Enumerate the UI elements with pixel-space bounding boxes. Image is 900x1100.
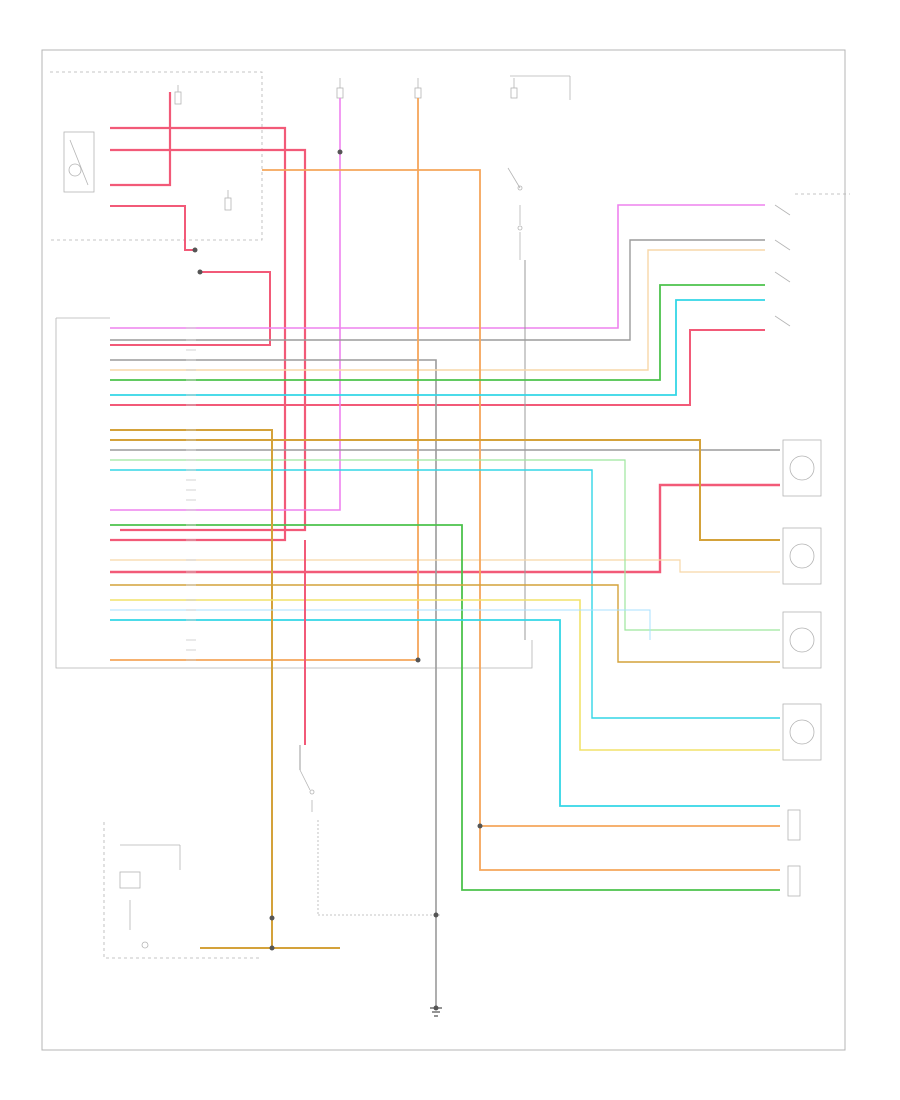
wire-gray-9 [110, 239, 765, 341]
wire-layer [110, 92, 780, 1017]
right-switches [774, 193, 850, 327]
wire-orange-16 [262, 169, 780, 871]
wire-red-2 [110, 92, 172, 187]
splice-dot-0 [337, 149, 343, 155]
fuse-all [510, 75, 571, 100]
wire-red-6 [110, 329, 765, 406]
fuse-run [336, 78, 344, 99]
brake-fluid-level-switch [299, 769, 440, 916]
fuse-block-frame [50, 71, 263, 241]
splice-dot-2 [477, 823, 483, 829]
wire-cyan-22 [110, 469, 780, 719]
splice-dot-7 [197, 269, 203, 275]
ebcm-module-frame [55, 318, 533, 669]
wire-green-18 [110, 284, 765, 381]
wire-darkyellow-24 [110, 439, 780, 541]
solenoid-rr [787, 809, 801, 841]
wire-red-5 [110, 483, 780, 574]
wire-darkyellow-27 [110, 584, 780, 663]
wire-gray-10 [110, 359, 437, 1008]
wheel-speed-sensor-rf [782, 611, 822, 669]
wire-lightgreen-20 [110, 459, 780, 631]
wire-red-0 [110, 126, 287, 542]
wheel-speed-sensor-lf [782, 703, 822, 761]
wire-tan-13 [110, 249, 765, 371]
cluster-internal [119, 844, 181, 949]
splice-dot-5 [269, 915, 275, 921]
wire-yellow-28 [110, 599, 780, 751]
outer-frame [41, 49, 846, 1051]
splice-dot-8 [192, 247, 198, 253]
wire-cyan-21 [110, 299, 765, 396]
wire-pink-7 [110, 204, 765, 329]
splice-dot-3 [433, 912, 439, 918]
solenoid-lr [787, 865, 801, 897]
wire-green-19 [110, 524, 780, 891]
fuse-block-internal [174, 85, 232, 211]
wire-red-4 [110, 271, 271, 346]
instrument-cluster-frame [103, 822, 262, 959]
wire-tan-14 [110, 559, 780, 573]
wheel-speed-sensor-lr [782, 439, 822, 497]
wire-cyan-23 [110, 619, 780, 807]
pin-layer [186, 327, 196, 661]
wire-darkyellow-25 [110, 429, 273, 948]
wheel-speed-sensor-rr [782, 527, 822, 585]
brake-switch [507, 167, 523, 260]
wire-lightblue-29 [110, 609, 651, 640]
splice-dot-6 [269, 945, 275, 951]
ebcm-relay [63, 131, 95, 193]
wire-red-3 [110, 205, 195, 251]
ground-symbol [430, 1007, 442, 1017]
wire-orange-15 [110, 98, 419, 661]
fuse-start [414, 78, 422, 99]
splice-dot-1 [415, 657, 421, 663]
